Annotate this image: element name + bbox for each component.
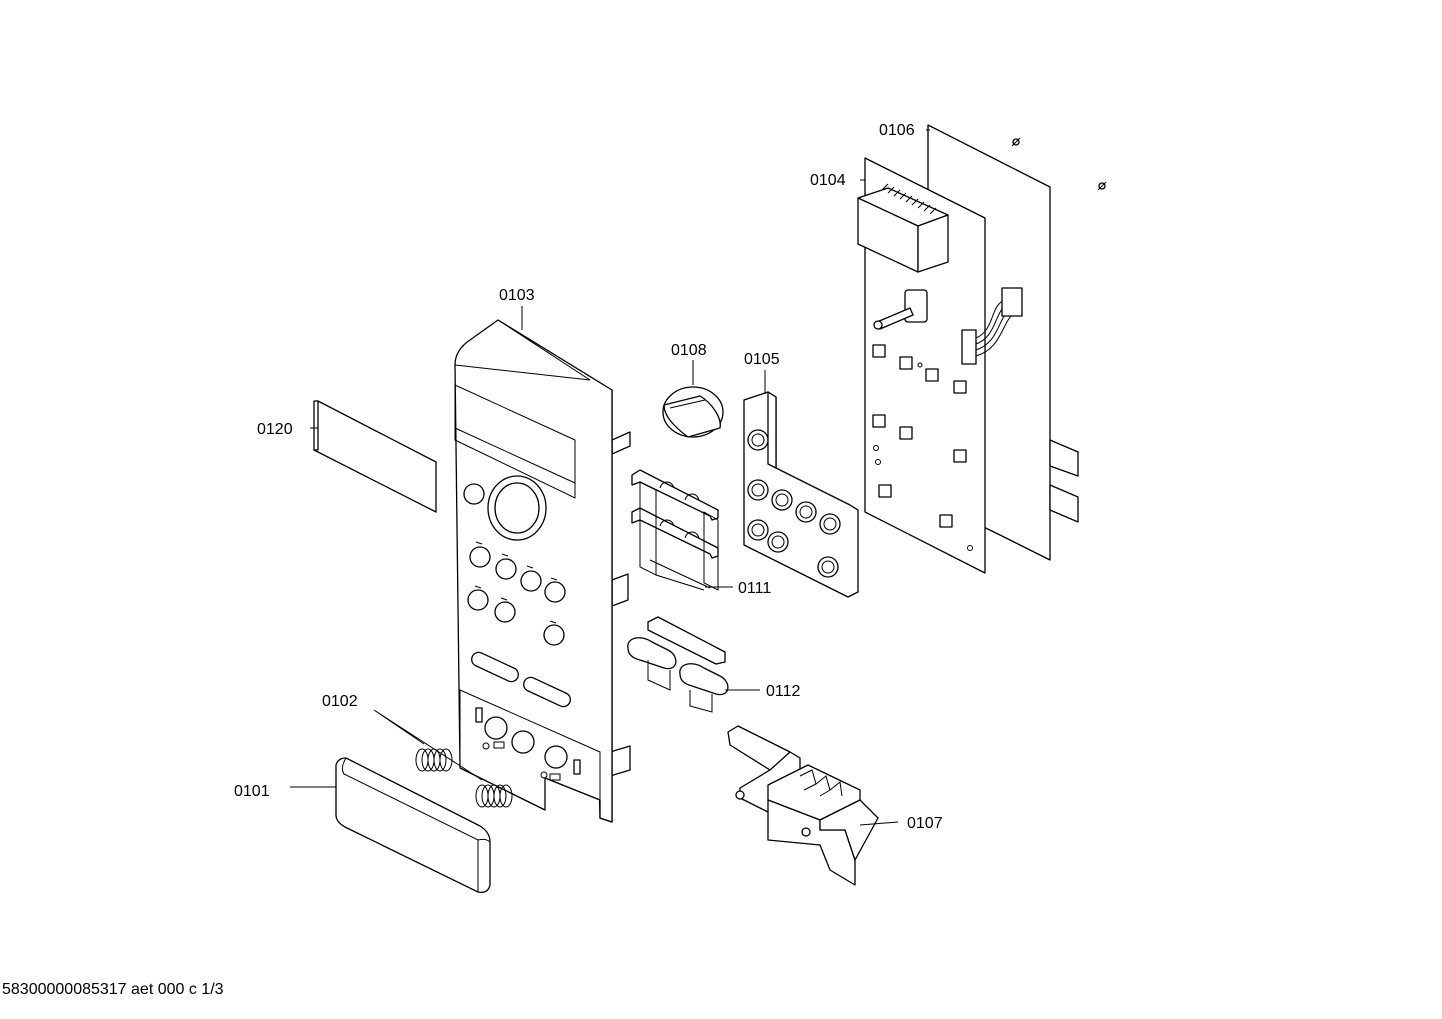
label-0108: 0108 — [671, 342, 707, 359]
part-0101-push-button — [335, 757, 491, 893]
spring-icon — [415, 748, 453, 772]
label-0112: 0112 — [766, 683, 801, 700]
panel-button-holes — [463, 483, 566, 646]
label-0120: 0120 — [257, 421, 293, 438]
label-0106: 0106 — [879, 122, 915, 139]
part-0112-slider — [627, 616, 729, 713]
label-0111: 0111 — [738, 580, 771, 597]
tact-switches — [872, 344, 973, 551]
part-labels: 0106 0104 0103 0108 0105 0120 0111 0112 … — [234, 122, 943, 832]
part-0108-knob — [662, 386, 724, 438]
spring-icon — [475, 784, 513, 808]
label-0101: 0101 — [234, 783, 270, 800]
leader-lines — [290, 129, 930, 826]
part-0107-latch — [727, 725, 879, 886]
part-0111-frame — [631, 469, 719, 591]
document-footer-id: 58300000085317 aet 000 c 1/3 — [2, 981, 224, 998]
part-0104-circuit-board — [857, 157, 1023, 574]
part-0105-button-carrier — [743, 391, 859, 598]
screw-icon — [1011, 137, 1021, 147]
dial-opening — [487, 475, 547, 541]
button-plungers — [747, 429, 841, 578]
label-0105: 0105 — [744, 351, 780, 368]
part-0120-window — [313, 400, 437, 513]
label-0103: 0103 — [499, 287, 535, 304]
label-0107: 0107 — [907, 815, 943, 832]
part-0103-front-panel — [454, 319, 631, 823]
label-0102: 0102 — [322, 693, 358, 710]
screw-icon — [1097, 181, 1107, 191]
label-0104: 0104 — [810, 172, 846, 189]
